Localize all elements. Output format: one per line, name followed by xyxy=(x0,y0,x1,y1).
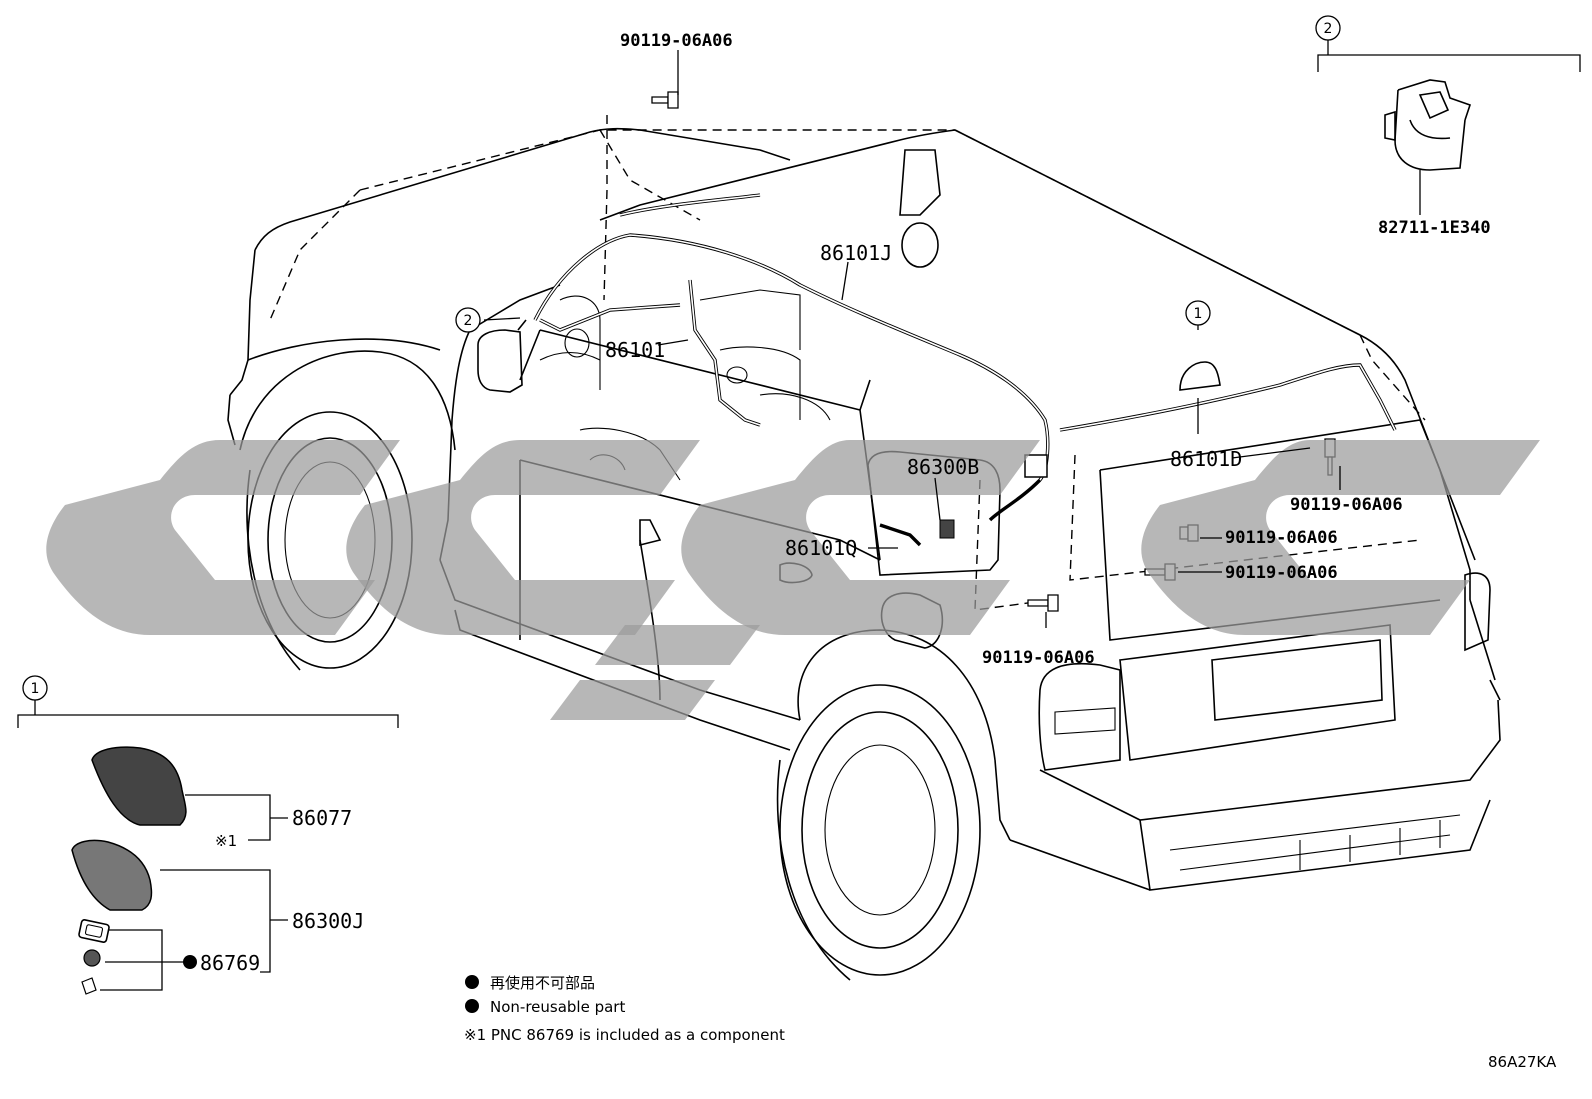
roof-antenna-small xyxy=(1179,361,1221,391)
part-label-86300j: 86300J xyxy=(292,909,364,933)
legend-note: ※1 PNC 86769 is included as a component xyxy=(464,1026,785,1044)
legend-non-reusable-en: Non-reusable part xyxy=(490,998,625,1016)
screw-part xyxy=(81,977,97,995)
part-label-86101: 86101 xyxy=(605,338,665,362)
part-label-clamp: 82711-1E340 xyxy=(1378,218,1491,238)
part-label-86077: 86077 xyxy=(292,806,352,830)
bolt-icon xyxy=(651,91,679,109)
bolt-icon xyxy=(1027,594,1059,612)
callout-circle: 2 xyxy=(455,307,481,333)
leader-lines xyxy=(17,40,1581,991)
part-label-86300b: 86300B xyxy=(907,455,979,479)
legend-dot-icon xyxy=(465,999,479,1013)
diagram-code: 86A27KA xyxy=(1488,1053,1557,1071)
callout-two-harness: 2 xyxy=(464,313,473,329)
note-mark-label: ※1 xyxy=(215,832,237,850)
callout-one-bracket: 1 xyxy=(31,681,40,697)
part-label-86769: 86769 xyxy=(200,951,260,975)
part-label-bolt-right-2: 90119-06A06 xyxy=(1225,528,1338,548)
antenna-cover-part xyxy=(91,746,187,826)
part-label-bolt-right-3: 90119-06A06 xyxy=(1225,563,1338,583)
watermark-logo xyxy=(46,440,1540,720)
wire-harness xyxy=(533,193,1397,547)
part-label-bolt-bottom: 90119-06A06 xyxy=(982,648,1095,668)
legend-non-reusable-jp: 再使用不可部品 xyxy=(490,974,595,992)
part-label-bolt-right-1: 90119-06A06 xyxy=(1290,495,1403,515)
legend-dot-icon xyxy=(465,975,479,989)
part-label-86101d: 86101D xyxy=(1170,447,1242,471)
callout-one-roof: 1 xyxy=(1194,306,1203,322)
legend: 再使用不可部品 Non-reusable part ※1 PNC 86769 i… xyxy=(464,974,785,1044)
callout-circle: 2 xyxy=(1315,15,1341,41)
part-label-86101j: 86101J xyxy=(820,241,892,265)
part-labels: 90119-06A06 86101J 86101 86101D 86101Q 8… xyxy=(200,31,1491,975)
nut-part xyxy=(83,949,101,967)
part-label-86101q: 86101Q xyxy=(785,536,857,560)
non-reusable-dot-icon xyxy=(183,955,197,969)
callout-circle: 1 xyxy=(1185,300,1211,326)
callout-two-bracket: 2 xyxy=(1324,21,1333,37)
clamp-part xyxy=(1384,79,1472,171)
part-label-bolt-top: 90119-06A06 xyxy=(620,31,733,51)
antenna-base-part xyxy=(71,839,153,911)
callout-circle: 1 xyxy=(22,675,48,701)
